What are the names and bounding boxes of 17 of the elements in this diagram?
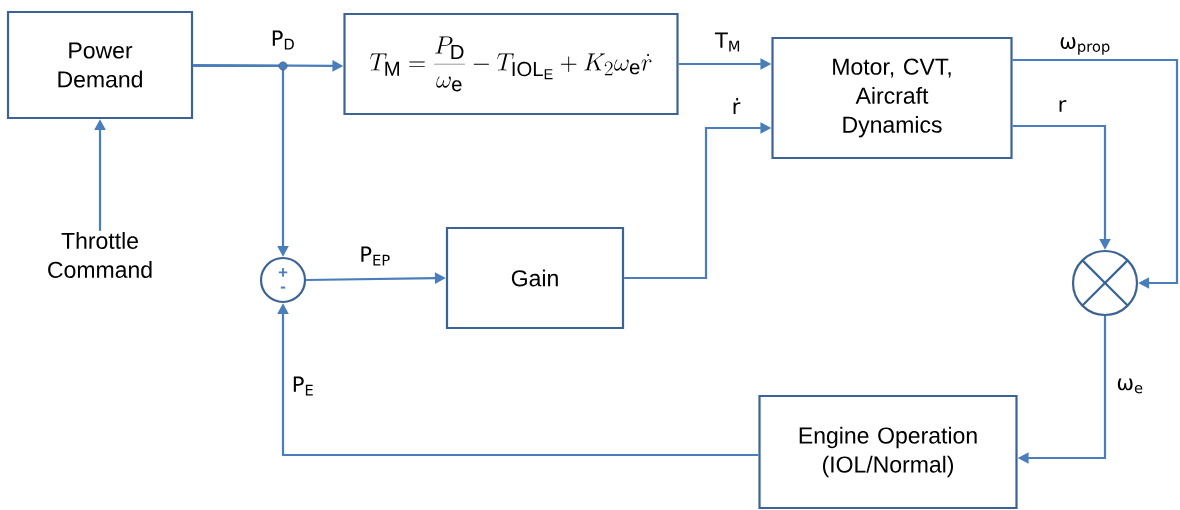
edge-label: P$_{EP}$ (358, 245, 392, 267)
edge-label: P$_{E}$ (290, 375, 316, 397)
formula-box: $T_{\mathrm{M}} = \frac{P_{\mathrm{D}}}{\omega_{\mathrm{e}}} - T_{\mathrm{IOL}_{\mathrm{E}}} + K_{2}\omega_{\mathrm{e}}\dot{r}$ (343, 12, 679, 116)
input-label: Throttle Command (48, 232, 152, 278)
process-box: Motor, CVT, Aircraft Dynamics (771, 36, 1013, 160)
process-box: Power Demand (6, 10, 194, 120)
multiplier-circle (1071, 249, 1139, 317)
summing-junction: + - (259, 256, 307, 304)
edge-label: ω$_{e}$ (1115, 377, 1145, 395)
edge-label: P$_{D}$ (269, 29, 297, 51)
process-box: Gain (445, 226, 625, 330)
edge-label: r (1056, 99, 1068, 113)
process-box: Engine Operation (IOL/Normal) (758, 394, 1018, 510)
edge-label: ω$_{prop}$ (1058, 36, 1112, 56)
edge-label: T$_{M}$ (714, 31, 742, 53)
arrow (1012, 58, 1179, 289)
edge-label: ṙ (730, 97, 742, 115)
